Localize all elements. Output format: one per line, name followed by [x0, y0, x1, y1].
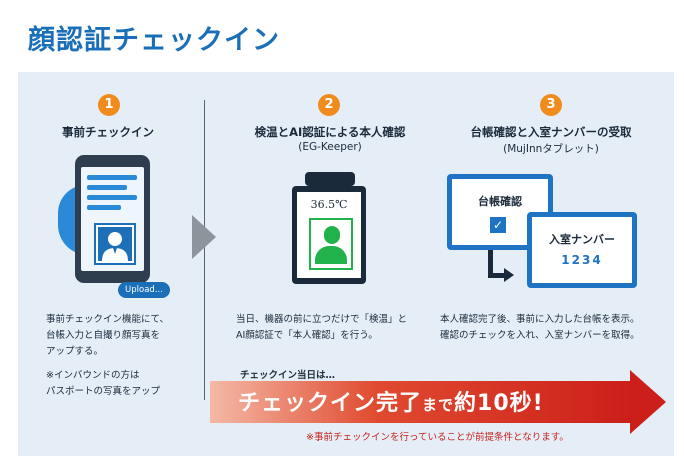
text-line-icon: [87, 195, 137, 200]
step-2-subheading: (EG-Keeper): [298, 141, 362, 153]
smartphone-icon: [75, 155, 150, 283]
face-icon: [324, 226, 340, 244]
sensor-head-icon: [305, 172, 355, 186]
step-2-description: 当日、機器の前に立つだけで「検温」と AI顔認証で「本人確認」を行う。: [236, 314, 408, 341]
selfie-photo-icon: [94, 223, 136, 265]
step-3-heading: 台帳確認と入室ナンバーの受取: [470, 125, 632, 139]
step-3-number-badge: 3: [540, 94, 562, 116]
checkbox-checked-icon: ✓: [490, 217, 506, 233]
step-2-heading: 検温とAI認証による本人確認: [254, 125, 406, 139]
person-body-icon: [315, 246, 347, 264]
step-1-description: 事前チェックイン機能にて、 台帳入力と自撮り顔写真を アップする。: [46, 314, 170, 357]
precondition-note: ※事前チェックインを行っていることが前提条件となります。: [306, 432, 569, 443]
banner-lead-text: チェックイン当日は…: [240, 370, 336, 381]
ledger-confirm-label: 台帳確認: [478, 195, 522, 208]
phone-screen: [81, 167, 144, 271]
step-3-description: 本人確認完了後、事前に入力した台帳を表示。 確認のチェックを入れ、入室ナンバーを…: [440, 314, 640, 341]
banner-headline: チェックイン完了まで約10秒!: [238, 391, 544, 416]
step-2-number-badge: 2: [318, 94, 340, 116]
arrow-right-icon: [630, 370, 666, 434]
arrow-down-right-icon: [488, 250, 493, 278]
temperature-readout: 36.5℃: [310, 198, 348, 211]
room-number-value: 1234: [561, 253, 603, 267]
upload-button[interactable]: Upload...: [118, 282, 170, 298]
chevron-right-icon: [192, 215, 216, 259]
face-recognition-frame: [309, 218, 353, 270]
page-title: 顔認証チェックイン: [28, 25, 280, 56]
text-line-icon: [87, 185, 127, 190]
step-1-number-badge: 1: [98, 94, 120, 116]
room-number-tablet-icon: 入室ナンバー 1234: [527, 212, 637, 288]
step-3-subheading: (MujInnタブレット): [503, 143, 599, 155]
result-banner-arrow: [210, 381, 630, 423]
step-1-inbound-note: ※インバウンドの方は パスポートの写真をアップ: [46, 370, 161, 397]
text-line-icon: [87, 205, 121, 210]
room-number-label: 入室ナンバー: [549, 233, 615, 246]
eg-keeper-device-icon: 36.5℃: [292, 186, 366, 284]
text-line-icon: [87, 175, 137, 180]
device-screen: 36.5℃: [297, 192, 361, 278]
step-1-heading: 事前チェックイン: [62, 125, 154, 139]
